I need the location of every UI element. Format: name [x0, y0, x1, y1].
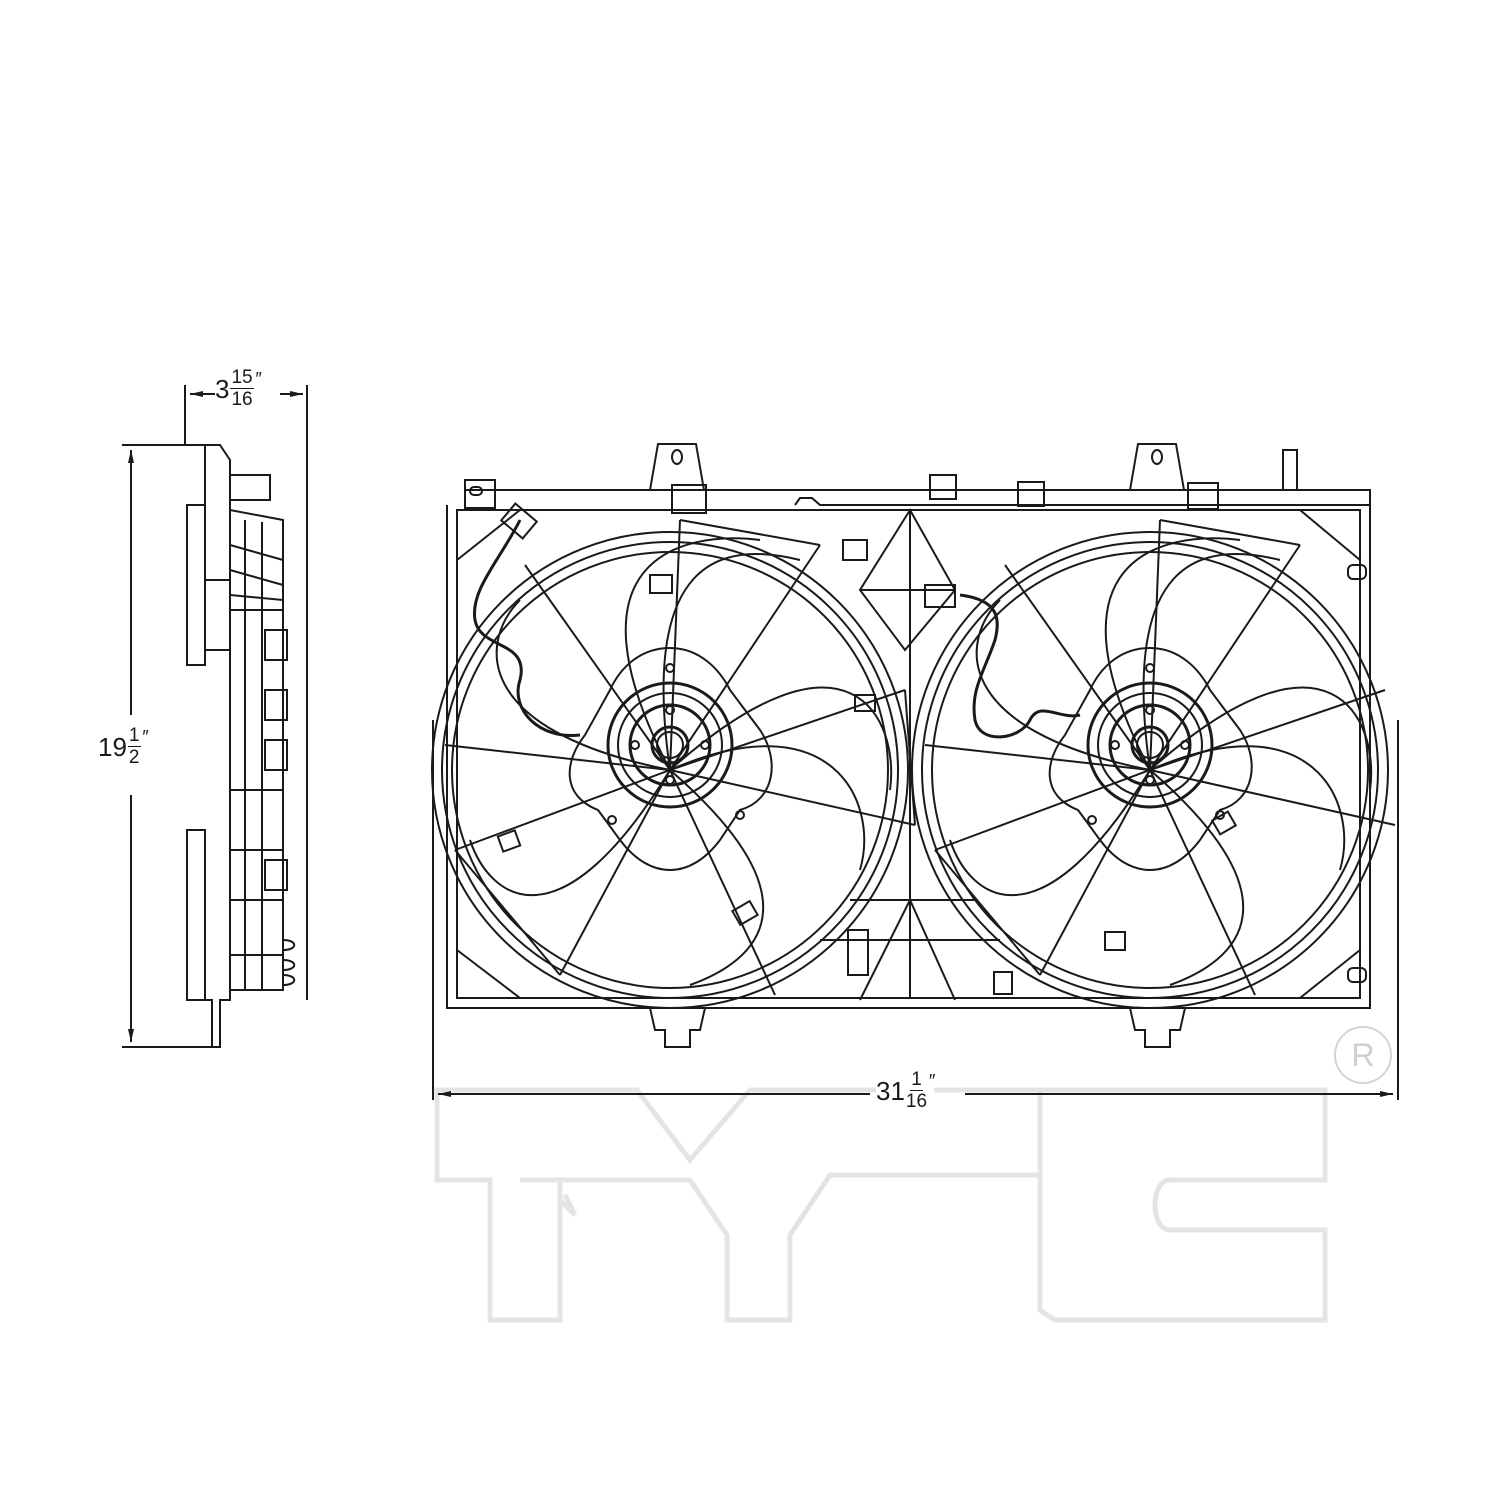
- height-denominator: 2: [128, 747, 140, 768]
- width-numerator: 1: [910, 1069, 923, 1091]
- width-unit: ″: [928, 1071, 935, 1091]
- right-fan: [911, 519, 1396, 1009]
- width-denominator: 16: [905, 1091, 928, 1112]
- height-fraction: 1 2: [127, 725, 141, 768]
- depth-denominator: 16: [231, 389, 253, 410]
- side-view: [122, 385, 308, 1048]
- width-dimension-label: 31 1 16 ″: [876, 1070, 935, 1111]
- front-view: [431, 443, 1399, 1100]
- width-whole: 31: [876, 1075, 905, 1106]
- height-whole: 19: [98, 731, 127, 762]
- height-dimension-label: 19 1 2 ″: [98, 726, 148, 767]
- width-fraction: 1 16: [906, 1070, 927, 1111]
- registered-trademark-icon: R: [1334, 1026, 1392, 1084]
- depth-unit: ″: [254, 369, 261, 389]
- height-numerator: 1: [127, 725, 141, 747]
- depth-numerator: 15: [230, 367, 254, 389]
- depth-dimension-label: 3 15 16 ″: [215, 368, 261, 409]
- left-fan: [431, 502, 916, 1009]
- tyc-watermark-logo: [434, 1087, 1328, 1323]
- height-unit: ″: [141, 727, 148, 747]
- depth-fraction: 15 16: [230, 367, 254, 410]
- depth-whole: 3: [215, 373, 230, 404]
